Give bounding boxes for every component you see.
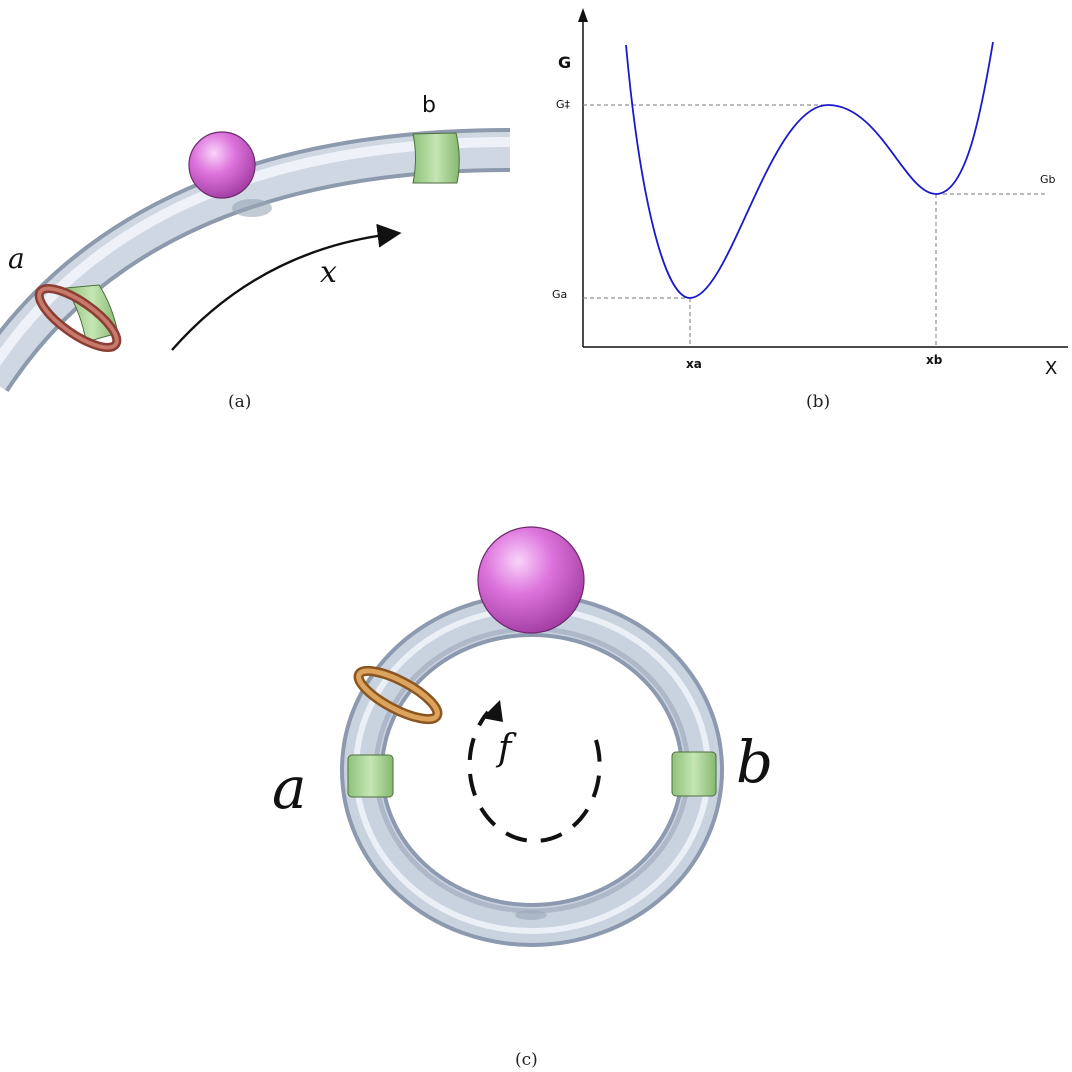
flux-arrow: [467, 710, 602, 843]
site-b-marker-c: [671, 751, 717, 797]
label-b-a: b: [422, 93, 436, 118]
tick-g-b: Gb: [1040, 173, 1056, 186]
ball-a: [188, 131, 256, 199]
free-energy-curve: [625, 41, 994, 299]
axis-x-label: X: [1045, 358, 1057, 379]
label-a-a: a: [8, 242, 25, 275]
axis-y-label: G: [558, 53, 571, 72]
label-f-c: f: [495, 728, 517, 769]
panel-a: x a b (a): [0, 93, 511, 412]
tick-g-dagger: G‡: [556, 98, 571, 111]
caption-b: (b): [806, 392, 830, 412]
label-x-a: x: [320, 255, 337, 290]
ring-c: [353, 665, 443, 725]
panel-b: G X G‡ Ga Gb xa xb (b): [552, 8, 1068, 412]
ring-a: [34, 284, 122, 352]
caption-c: (c): [515, 1050, 538, 1070]
reaction-coordinate-arrow: [171, 223, 402, 351]
guide-lines: [583, 104, 1045, 347]
label-b-c: b: [736, 728, 773, 796]
panel-c: a b f (c): [272, 526, 773, 1070]
tick-x-a: xa: [686, 357, 702, 371]
tick-g-a: Ga: [552, 288, 567, 301]
caption-a: (a): [228, 392, 251, 412]
site-a-marker-c: [347, 754, 394, 798]
site-b-marker: [412, 132, 460, 184]
label-a-c: a: [272, 754, 307, 822]
ball-c: [477, 526, 585, 634]
tick-x-b: xb: [926, 353, 943, 367]
